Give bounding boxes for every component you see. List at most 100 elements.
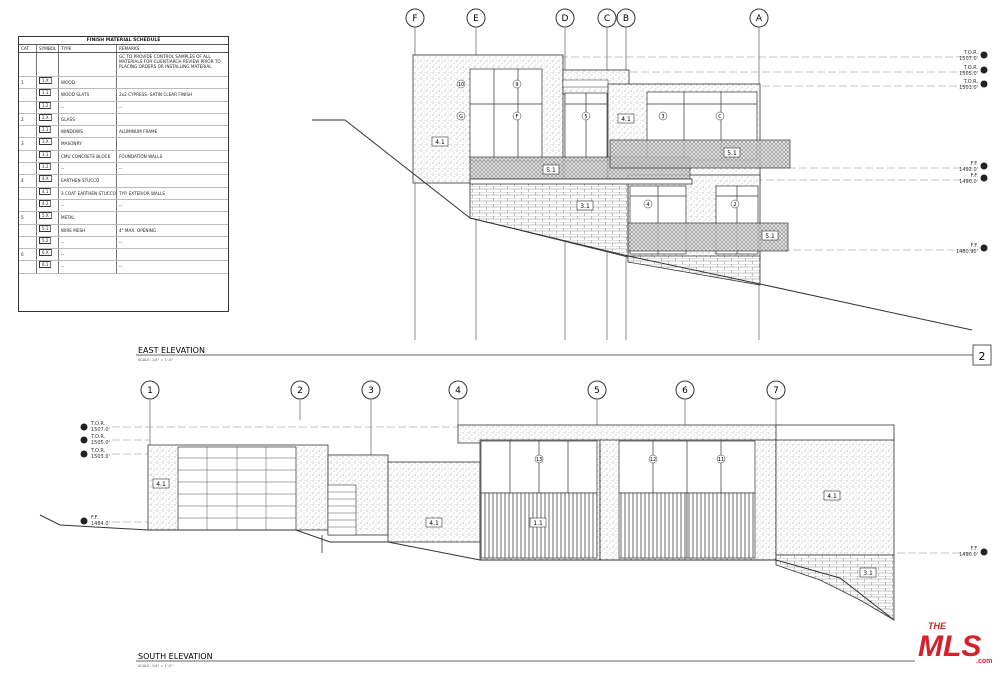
schedule-cat: 4: [19, 175, 37, 187]
schedule-row: 1.2----: [19, 101, 228, 114]
south-grade-line: [39, 514, 895, 621]
symbol-box: 5.1: [39, 224, 52, 232]
symbol-box: 1.2: [39, 101, 52, 109]
schedule-row: 5.2----: [19, 236, 228, 250]
schedule-remarks: TYP. EXTERIOR WALLS: [119, 190, 166, 196]
east-grade-line: [312, 119, 973, 331]
datum-value: 1480.90': [956, 249, 978, 255]
datum-label: F.F.: [971, 161, 979, 167]
schedule-symbol: 4.2: [37, 199, 59, 212]
symbol-box: 6.1: [39, 261, 52, 269]
header-symbol: SYMBOL: [37, 45, 59, 52]
schedule-cat: 2: [19, 113, 37, 126]
datum-label: T.O.R.: [90, 434, 106, 440]
schedule-symbol: 2.1: [37, 126, 59, 138]
grid-label-6: 6: [682, 386, 688, 396]
schedule-type: --: [59, 261, 117, 273]
symbol-box: 4.X: [39, 175, 52, 183]
schedule-symbol: 5.X: [37, 212, 59, 224]
schedule-cat: [19, 53, 37, 76]
schedule-type: WOOD SLATS: [59, 89, 117, 101]
window-tag: 2: [733, 202, 736, 208]
schedule-symbol: 5.2: [37, 236, 59, 249]
schedule-type: METAL: [59, 212, 117, 224]
datum-label: T.O.R.: [90, 421, 106, 427]
window-tag: 9: [515, 82, 518, 88]
datum-label: F.F.: [91, 515, 99, 521]
schedule-cat: [19, 187, 37, 199]
schedule-type: MASONRY: [59, 138, 117, 150]
material-tag: 3.1: [863, 570, 873, 577]
schedule-remarks: FOUNDATION WALLS: [119, 153, 163, 159]
material-tag: 4.1: [621, 116, 631, 123]
schedule-remarks: --: [119, 239, 123, 245]
window-tag: 5: [584, 114, 587, 120]
east-elevation-title: EAST ELEVATION: [138, 346, 205, 355]
mls-logo: THE MLS .com: [918, 621, 992, 665]
schedule-remarks: GC TO PROVIDE CONTROL SAMPLES OF ALL MAT…: [119, 54, 221, 69]
symbol-box: 6.X: [39, 249, 52, 257]
datum-label: T.O.R.: [963, 65, 979, 71]
schedule-type: --: [59, 163, 117, 175]
east-scale: SCALE: 1/4" = 1'-0": [138, 358, 173, 362]
grid-label-f: F: [412, 14, 417, 24]
south-elevation: 1 2 3 4 5 6 7 T.O.R. 1507.0' T.O.R. 1505…: [39, 380, 988, 668]
east-grid-bubbles: F E D C B A: [405, 8, 769, 28]
east-railings: [469, 139, 791, 252]
symbol-box: 3.1: [39, 150, 52, 158]
schedule-type: --: [59, 249, 117, 261]
datum-value: 1507.0': [959, 56, 978, 62]
schedule-symbol: 6.1: [37, 261, 59, 273]
wood-slat-panel: [618, 492, 688, 559]
grid-label-4: 4: [455, 386, 461, 396]
schedule-symbol: 3.1: [37, 150, 59, 163]
datum-value: 1503.0': [91, 454, 110, 460]
east-datum-markers: [980, 51, 988, 252]
schedule-type: GLASS: [59, 113, 117, 126]
schedule-remarks: --: [119, 104, 123, 110]
grid-label-b: B: [623, 14, 629, 24]
symbol-box: 4.2: [39, 199, 52, 207]
schedule-row: 6.1 ----: [19, 261, 228, 274]
schedule-type: WINDOWS: [59, 126, 117, 138]
south-window-tags: 13 12 11: [534, 454, 726, 464]
material-tag: 3.1: [580, 203, 590, 210]
datum-label: F.F.: [971, 243, 979, 249]
symbol-box: 3.X: [39, 138, 52, 146]
window-tag: 11: [718, 457, 724, 463]
material-tag: 5.1: [546, 167, 556, 174]
header-remarks: REMARKS: [119, 46, 140, 51]
header-type: TYPE: [59, 45, 117, 52]
grid-label-2: 2: [297, 386, 303, 396]
material-tag: 4.1: [435, 139, 445, 146]
datum-label: T.O.R.: [963, 79, 979, 85]
schedule-header-row: CAT SYMBOL TYPE REMARKS: [19, 45, 228, 53]
schedule-remarks: ALUMINUM FRAME: [119, 129, 158, 135]
schedule-cat: [19, 126, 37, 138]
datum-value: 1490.0': [959, 179, 978, 185]
schedule-remarks: --: [119, 264, 123, 270]
material-tag: 4.1: [827, 493, 837, 500]
stair: [327, 484, 357, 536]
material-tag: 5.1: [765, 233, 775, 240]
schedule-remarks: --: [119, 166, 123, 172]
schedule-cat: [19, 150, 37, 163]
grid-label-1: 1: [147, 386, 153, 396]
window-tag: 12: [650, 457, 656, 463]
material-tag: 1.1: [533, 520, 543, 527]
schedule-cat: [19, 261, 37, 273]
south-datum-markers: [80, 423, 988, 556]
schedule-rows: GC TO PROVIDE CONTROL SAMPLES OF ALL MAT…: [19, 53, 228, 274]
material-tag: 5.1: [727, 150, 737, 157]
schedule-remarks: 4" MAX. OPENING: [119, 227, 157, 233]
schedule-cat: 3: [19, 138, 37, 150]
east-foundation: [469, 182, 629, 258]
